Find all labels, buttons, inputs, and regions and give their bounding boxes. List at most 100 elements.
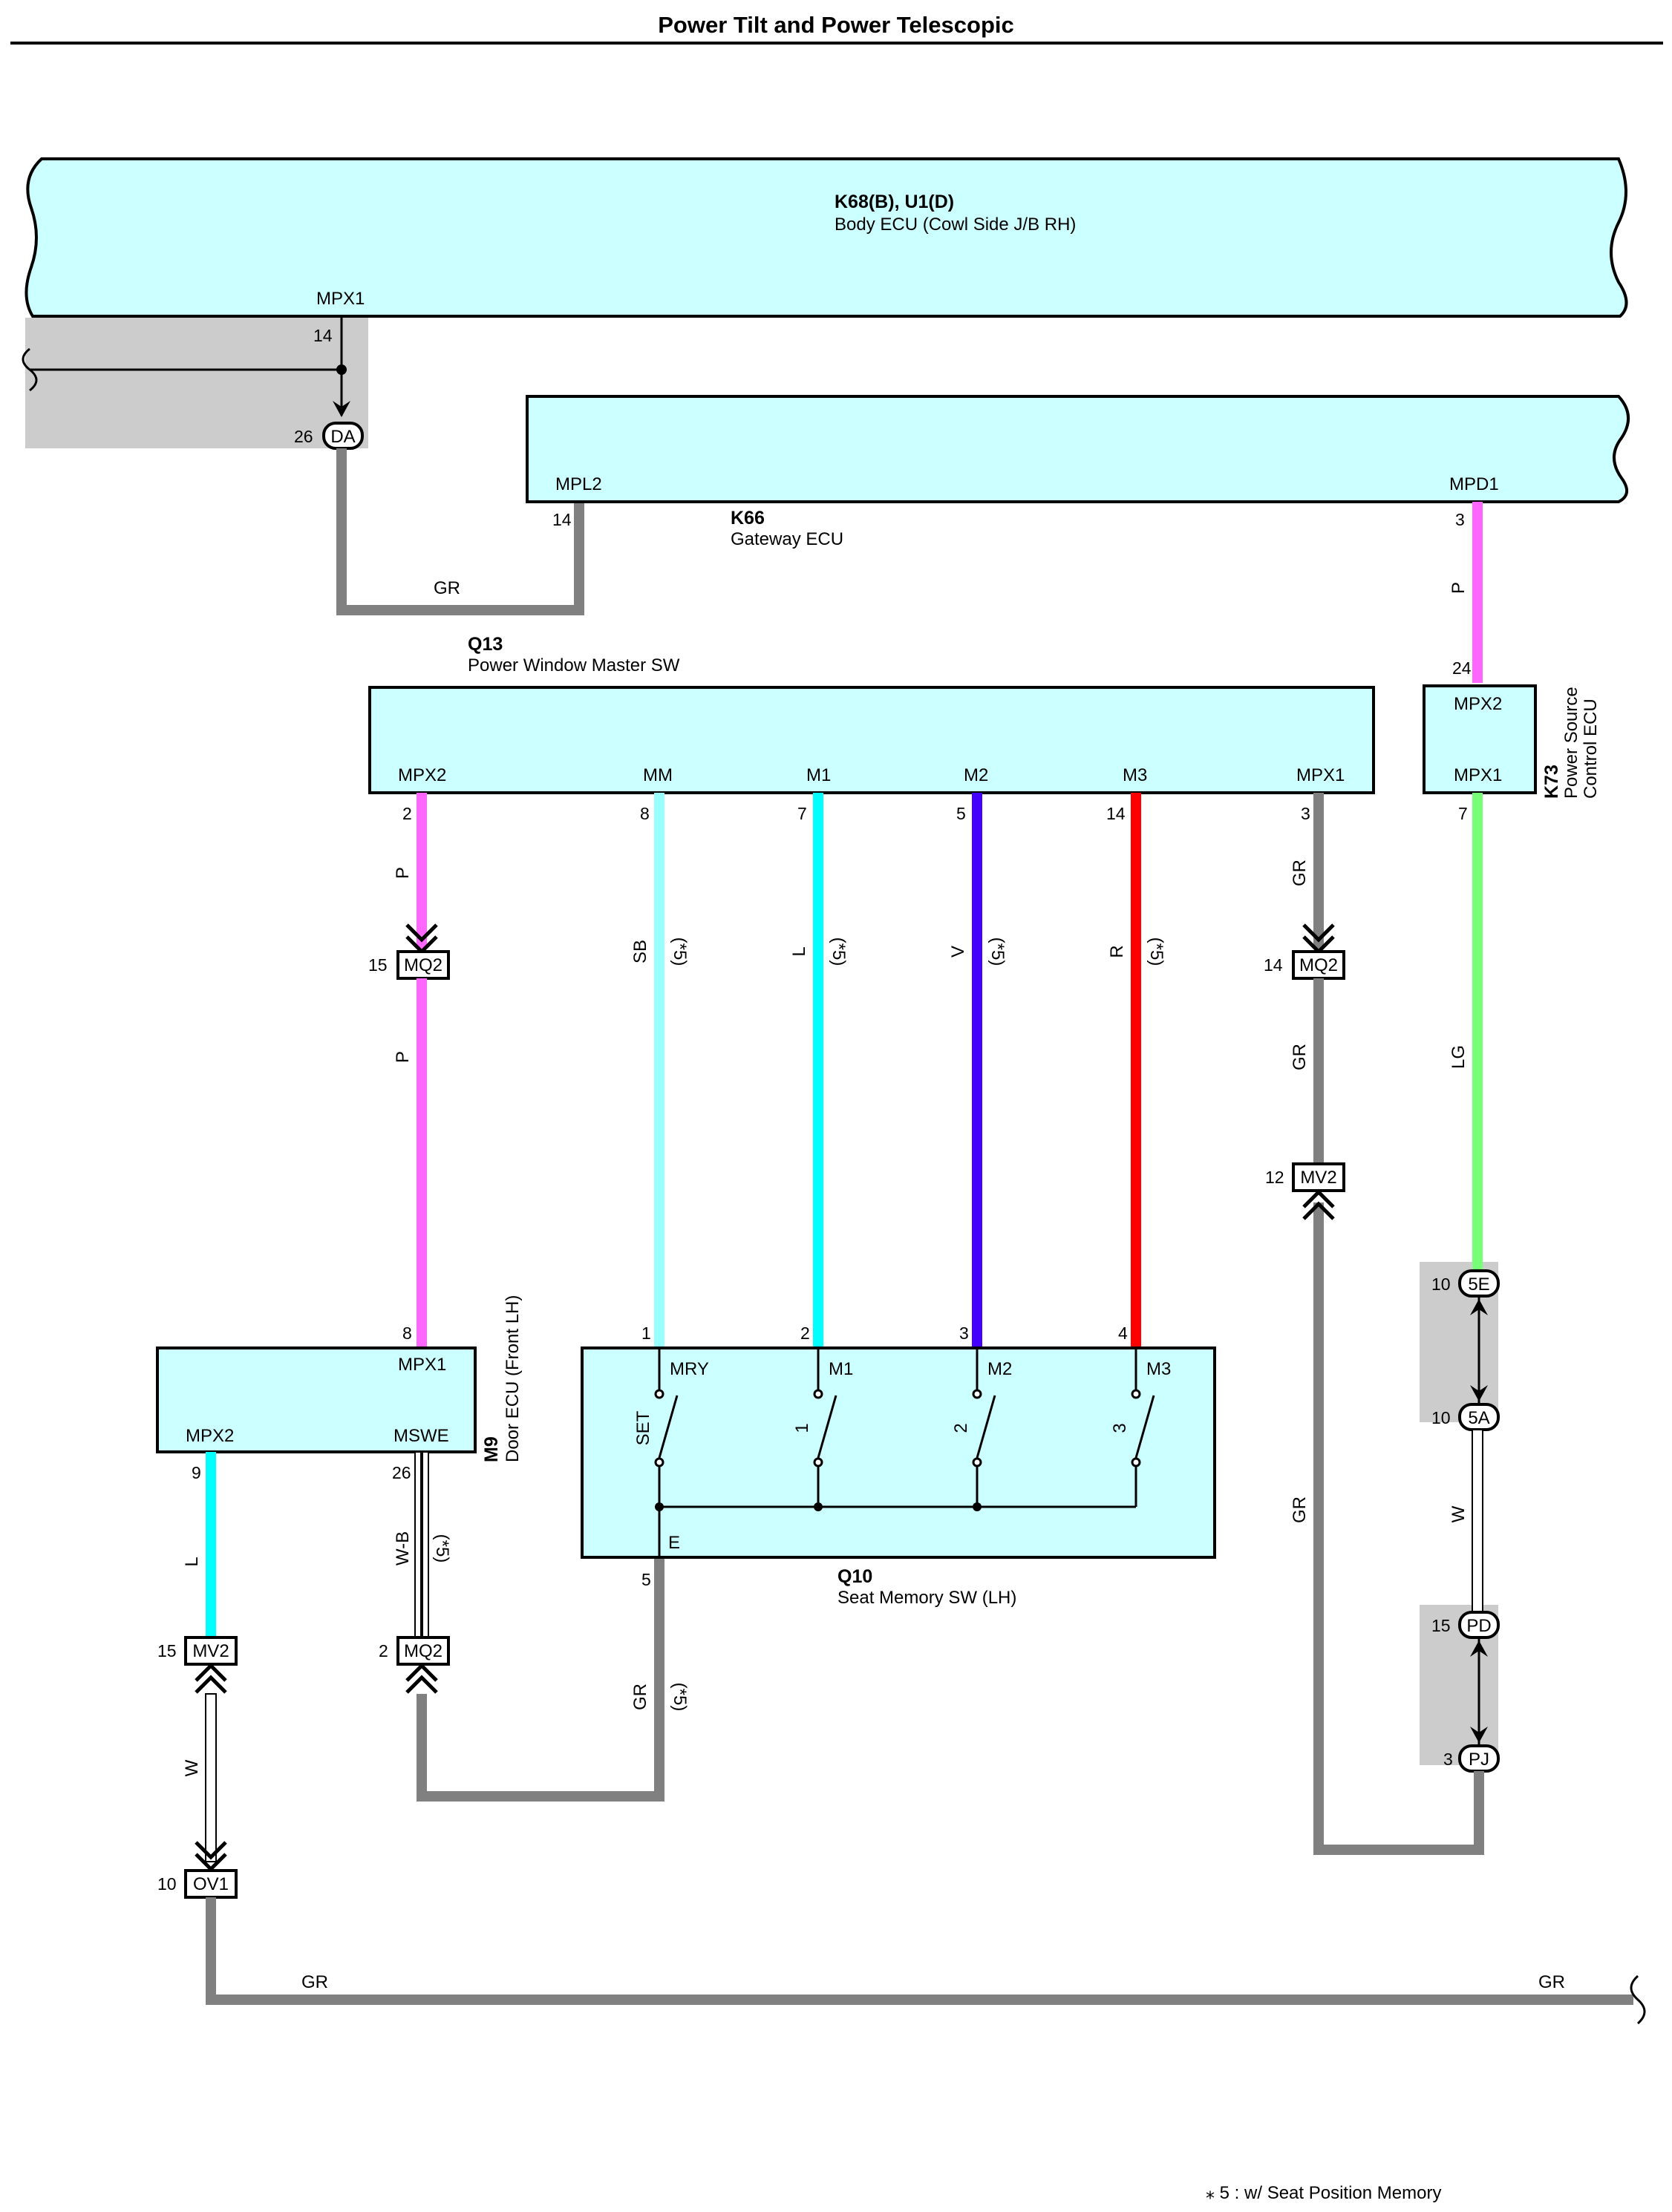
- connector-mq2-a-name: MQ2: [404, 955, 443, 975]
- arrow-da: [333, 401, 350, 417]
- wire-label-gr-bottom-right: GR: [1538, 1972, 1565, 1992]
- gateway-ecu-box: [526, 395, 1630, 503]
- wire-label-p-q13-upper: P: [393, 867, 413, 879]
- q10-pin-mry: MRY: [670, 1359, 709, 1379]
- gateway-left-pin-label: MPL2: [555, 474, 602, 494]
- seat-sw-ground-label: E: [668, 1533, 680, 1553]
- connector-mv2-a-name: MV2: [1300, 1168, 1336, 1188]
- connector-pd-pin: 15: [1431, 1616, 1451, 1635]
- wire-label-sb: SB: [630, 940, 650, 963]
- switch-2-label: 2: [951, 1423, 971, 1433]
- q10-name: Seat Memory SW (LH): [837, 1588, 1016, 1608]
- connector-mv2-b: [184, 1636, 238, 1666]
- door-ecu-mswe-label: MSWE: [393, 1426, 449, 1446]
- k73-top-pin-no: 24: [1452, 658, 1472, 678]
- door-ecu-mpx2-pin-no: 9: [192, 1463, 201, 1482]
- connector-pj-name: PJ: [1469, 1750, 1489, 1770]
- q13-pin-m1: M1: [806, 765, 831, 785]
- q10-code: Q10: [837, 1566, 872, 1587]
- connector-mv2-b-name: MV2: [192, 1641, 229, 1661]
- body-ecu-name: Body ECU (Cowl Side J/B RH): [835, 215, 1076, 235]
- wire-gr-seat: [417, 1557, 664, 1802]
- wire-note-r-m3: (*5): [1146, 938, 1166, 966]
- q13-pin-mm: MM: [643, 765, 673, 785]
- splice-dot: [336, 364, 347, 375]
- wire-note-v-m2: (*5): [987, 938, 1008, 966]
- door-ecu-mpx2-label: MPX2: [186, 1426, 234, 1446]
- k73-bottom-pin-label: MPX1: [1454, 765, 1502, 785]
- q13-pin-m2: M2: [964, 765, 988, 785]
- q13-pinno-7: 7: [797, 804, 807, 823]
- arrow-pd-up: [1470, 1640, 1488, 1657]
- arrow-5e-up: [1470, 1299, 1488, 1315]
- switch-1-label: 1: [792, 1423, 812, 1433]
- gateway-name: Gateway ECU: [731, 529, 843, 549]
- power-source-ecu-box: [1423, 684, 1537, 794]
- connector-mq2-b-name: MQ2: [1299, 955, 1338, 975]
- q10-pinno-2: 2: [800, 1323, 810, 1343]
- wire-label-gr-bottom-left: GR: [301, 1972, 328, 1992]
- wire-note-sb: (*5): [670, 938, 690, 966]
- q13-pinno-2: 2: [402, 804, 412, 823]
- connector-mq2-a: [396, 950, 450, 980]
- q10-pin-m2: M2: [987, 1359, 1012, 1379]
- wire-label-w-ov1: W: [182, 1759, 202, 1776]
- wire-label-gr-seat: GR: [630, 1683, 650, 1710]
- wire-w-ov1: [205, 1693, 217, 1862]
- q10-pinno-3: 3: [959, 1323, 969, 1343]
- k73-code: K73: [1541, 765, 1562, 799]
- arrow-mv2-a: [1302, 1189, 1335, 1220]
- body-ecu-code: K68(B), U1(D): [835, 192, 954, 212]
- break-mark-left: [22, 347, 38, 392]
- wire-label-gr-mpx1-upper: GR: [1290, 860, 1310, 886]
- connector-mq2-c-name: MQ2: [404, 1641, 443, 1661]
- gateway-right-pin-label: MPD1: [1449, 474, 1499, 494]
- wire-gr-da-k66: [336, 448, 584, 615]
- seat-sw-ground-pin-no: 5: [641, 1570, 651, 1589]
- switch-1: [813, 1348, 837, 1511]
- wire-label-lg: LG: [1449, 1045, 1469, 1069]
- connector-mq2-a-pin: 15: [368, 955, 388, 975]
- switch-set: [654, 1348, 679, 1511]
- q13-pinno-3: 3: [1301, 804, 1310, 823]
- q13-name: Power Window Master SW: [468, 655, 680, 675]
- connector-da-pin: 26: [294, 427, 313, 446]
- body-ecu-pin-no: 14: [313, 326, 333, 345]
- footnote: ⁎ 5 : w/ Seat Position Memory: [1206, 2183, 1441, 2203]
- door-ecu-box: [156, 1346, 477, 1453]
- wire-label-l-m1: L: [789, 946, 809, 956]
- connector-pj-pin: 3: [1443, 1750, 1453, 1769]
- k73-top-pin-label: MPX2: [1454, 694, 1502, 714]
- k73-bottom-pin-no: 7: [1458, 804, 1468, 823]
- connector-5e-name: 5E: [1468, 1274, 1489, 1295]
- wire-w-5a-pd: [1472, 1429, 1483, 1613]
- wire-gr-pj-loop: [1313, 1202, 1484, 1855]
- switch-3-label: 3: [1110, 1423, 1130, 1433]
- q13-pin-mpx2: MPX2: [398, 765, 446, 785]
- door-ecu-mswe-pin-no: 26: [392, 1463, 411, 1482]
- connector-ov1-name: OV1: [193, 1874, 229, 1894]
- connector-ov1-pin: 10: [157, 1874, 177, 1894]
- q10-pinno-4: 4: [1118, 1323, 1128, 1343]
- q13-pin-m3: M3: [1123, 765, 1147, 785]
- q10-pin-m3: M3: [1146, 1359, 1171, 1379]
- page-title: Power Tilt and Power Telescopic: [658, 12, 1014, 38]
- wire-note-l-m1: (*5): [829, 938, 849, 966]
- shade-body-ecu-area: [25, 318, 368, 448]
- door-ecu-code: M9: [481, 1436, 502, 1462]
- connector-mq2-c: [396, 1636, 450, 1666]
- arrow-mq2-c: [405, 1663, 438, 1694]
- arrow-5a-down: [1470, 1385, 1488, 1401]
- arrow-pj-down: [1470, 1727, 1488, 1743]
- q13-pinno-8: 8: [640, 804, 650, 823]
- connector-mv2-a-pin: 12: [1265, 1168, 1284, 1187]
- connector-5e-pin: 10: [1431, 1274, 1451, 1294]
- connector-5a-name: 5A: [1468, 1408, 1489, 1428]
- wire-note-gr-seat: (*5): [670, 1683, 690, 1712]
- switch-3: [1131, 1348, 1155, 1507]
- connector-pd-name: PD: [1466, 1616, 1491, 1636]
- wire-label-p-k66-k73: P: [1449, 582, 1469, 594]
- arrow-mv2-b: [195, 1663, 227, 1694]
- connector-mq2-b-pin: 14: [1264, 955, 1283, 975]
- connector-mv2-b-pin: 15: [157, 1641, 177, 1660]
